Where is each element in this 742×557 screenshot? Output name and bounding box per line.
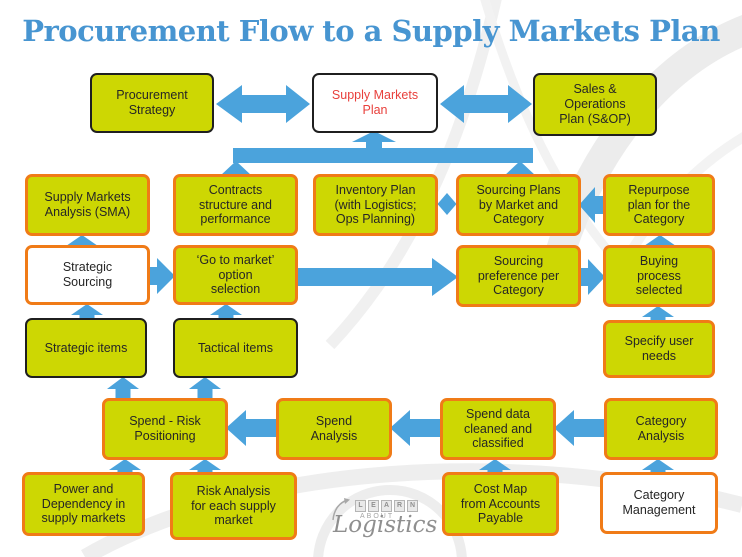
box-procurement-strategy: Procurement Strategy [90,73,214,133]
box-spend-analysis: Spend Analysis [276,398,392,460]
watermark-tile: R [394,500,405,512]
box-go-to-market: ‘Go to market’ option selection [173,245,298,305]
watermark-tile: L [355,500,366,512]
arrow-left-spend-analysis-to-spend-risk [226,410,280,446]
collector-bar [233,148,533,163]
box-power-dependency: Power and Dependency in supply markets [22,472,145,536]
watermark-tile: E [368,500,379,512]
box-spend-risk-positioning: Spend - Risk Positioning [102,398,228,460]
watermark-tile: A [381,500,392,512]
box-supply-markets-analysis: Supply Markets Analysis (SMA) [25,174,150,236]
box-sourcing-plans: Sourcing Plans by Market and Category [456,174,581,236]
box-risk-analysis: Risk Analysis for each supply market [170,472,297,540]
arrow-double-procurement-smp [216,85,310,123]
arrow-left-spend-data-to-spend-analysis [390,410,444,446]
arrow-bar-to-smp [352,131,396,152]
box-category-analysis: Category Analysis [604,398,718,460]
watermark-swoosh-arrow-icon [332,498,350,521]
box-spend-data-cleaned: Spend data cleaned and classified [440,398,556,460]
box-repurpose-plan: Repurpose plan for the Category [603,174,715,236]
box-sales-operations-plan: Sales & Operations Plan (S&OP) [533,73,657,136]
diagram-title: Procurement Flow to a Supply Markets Pla… [22,14,720,48]
box-cost-map: Cost Map from Accounts Payable [442,472,559,536]
watermark-learn-tiles: L E A R N [355,500,418,512]
box-buying-process: Buying process selected [603,245,715,307]
box-specify-user-needs: Specify user needs [603,320,715,378]
box-strategic-sourcing: Strategic Sourcing [25,245,150,305]
box-strategic-items: Strategic items [25,318,147,378]
box-tactical-items: Tactical items [173,318,298,378]
watermark-tile: N [407,500,418,512]
box-contracts-structure: Contracts structure and performance [173,174,298,236]
arrow-right-gtm-to-sourcing-preference [294,258,458,296]
box-sourcing-preference: Sourcing preference per Category [456,245,581,307]
arrow-left-category-analysis-to-spend-data [554,410,608,446]
box-category-management: Category Management [600,472,718,534]
box-supply-markets-plan: Supply Markets Plan [312,73,438,133]
arrow-double-smp-sales [440,85,532,123]
connector-diamond-inventory-sourcing-plans [437,193,457,215]
box-inventory-plan: Inventory Plan (with Logistics; Ops Plan… [313,174,438,236]
